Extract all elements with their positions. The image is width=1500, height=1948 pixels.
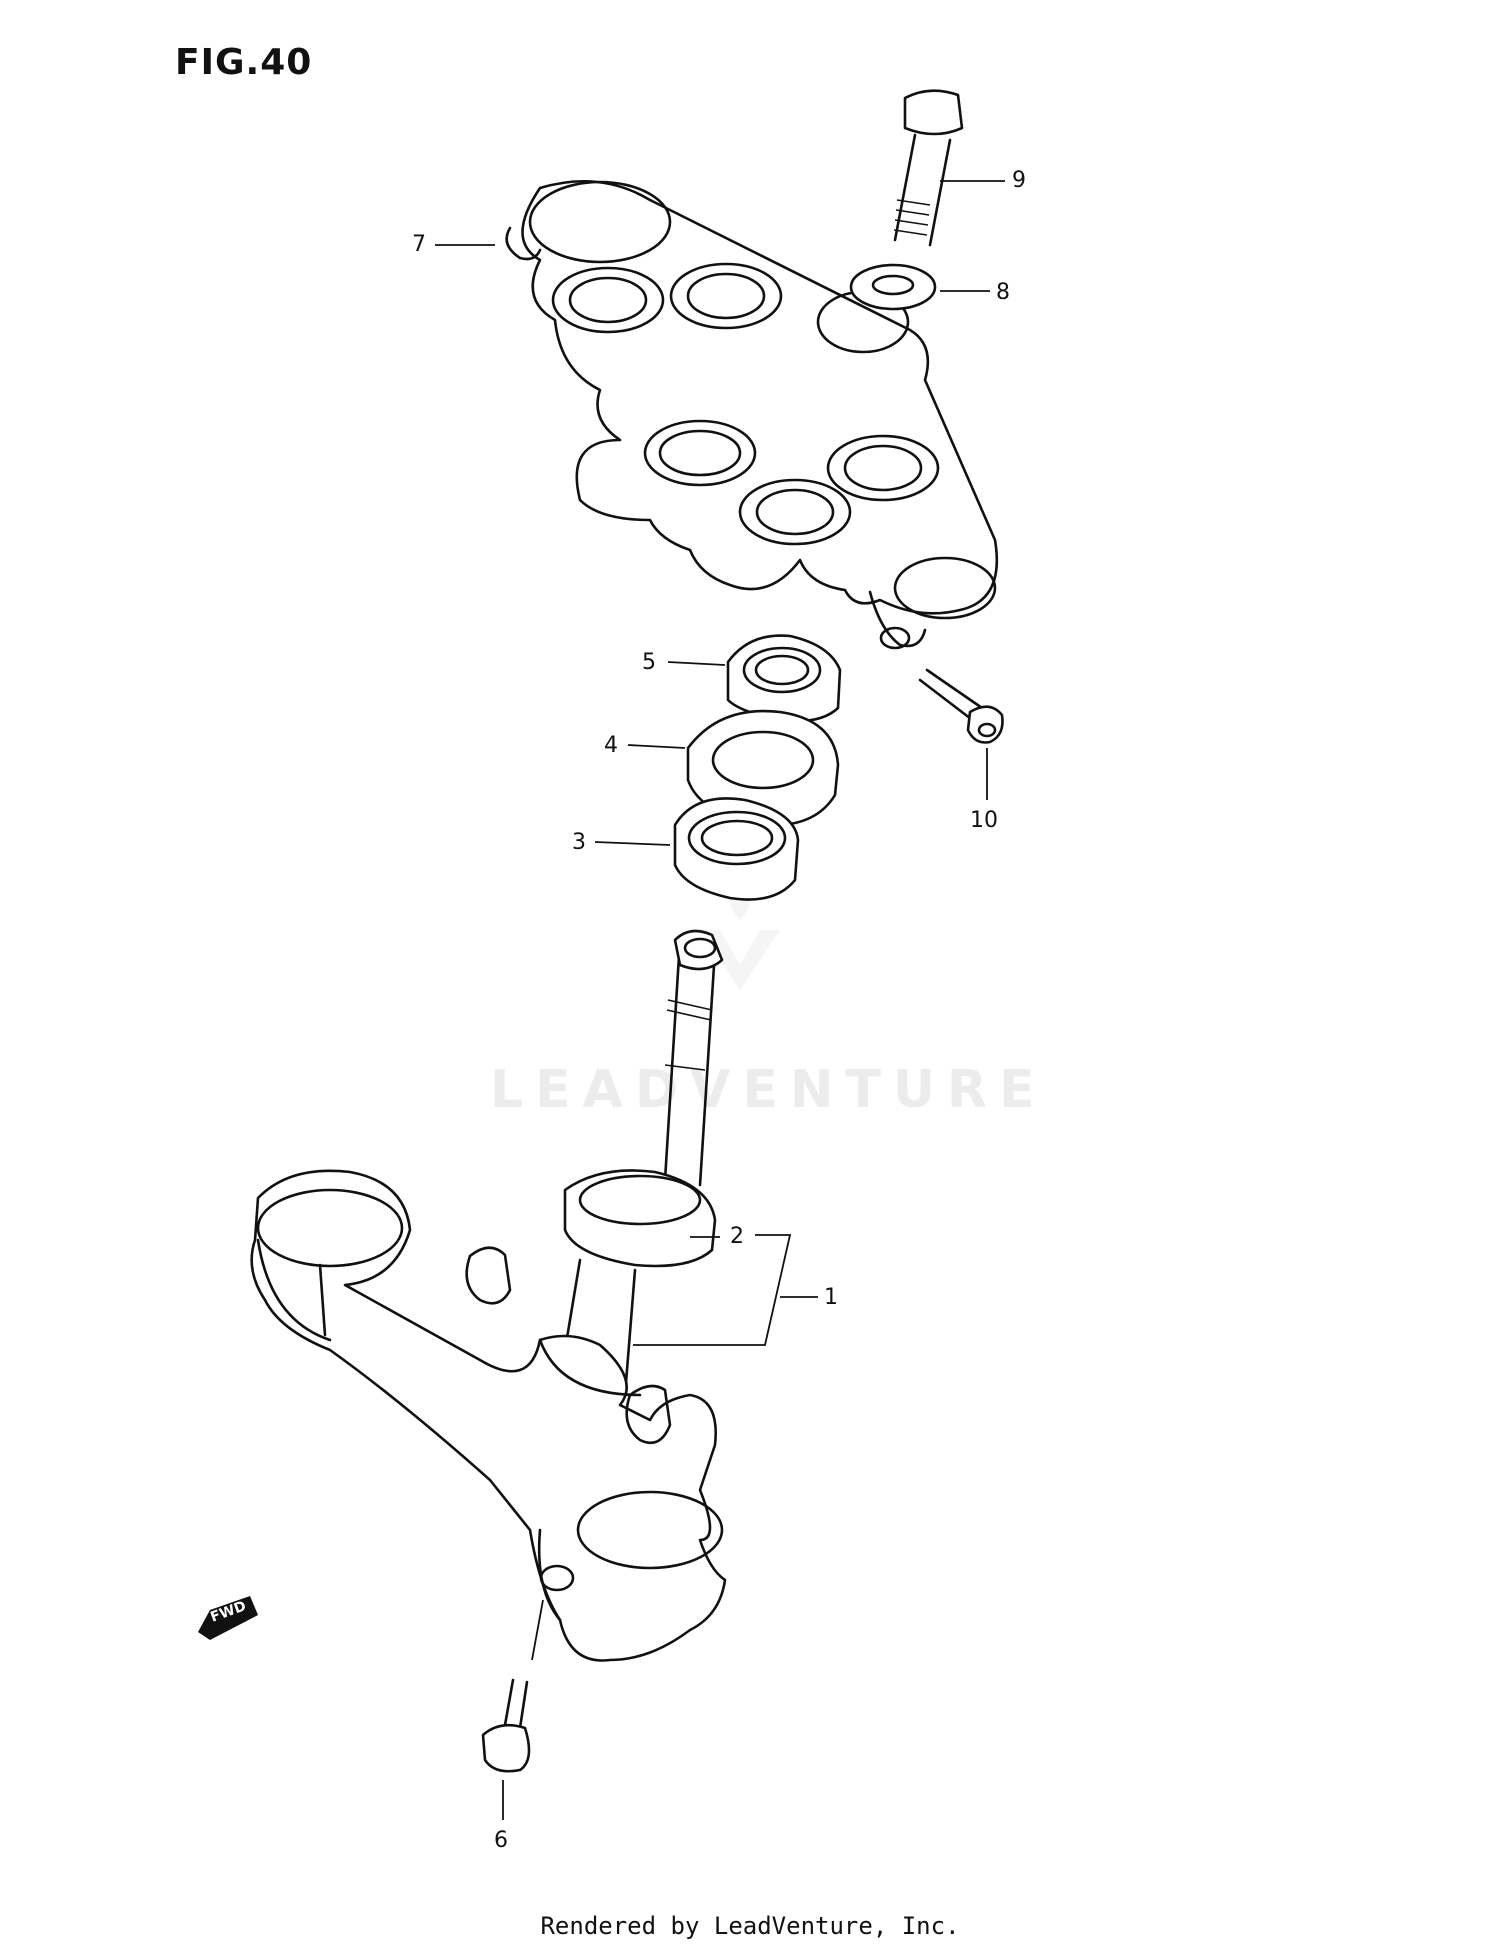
watermark-text: LEADVENTURE <box>490 1060 1047 1120</box>
washer-8[interactable] <box>849 263 937 311</box>
bearing-3[interactable] <box>673 797 800 901</box>
callout-4: 4 <box>604 733 618 758</box>
bolt-9[interactable] <box>893 89 964 247</box>
figure-title: FIG.40 <box>175 42 313 83</box>
callout-7: 7 <box>412 232 426 257</box>
callout-5: 5 <box>642 650 656 675</box>
bolt-6[interactable] <box>481 1678 531 1773</box>
steering-nut-5[interactable] <box>726 634 842 723</box>
callout-6: 6 <box>494 1828 508 1853</box>
leader-lines <box>435 180 1005 1820</box>
bolt-10[interactable] <box>918 668 1004 744</box>
callout-10: 10 <box>970 808 998 833</box>
callout-2: 2 <box>730 1224 744 1249</box>
callout-1: 1 <box>824 1285 838 1310</box>
callout-9: 9 <box>1012 168 1026 193</box>
callout-8: 8 <box>996 280 1010 305</box>
footer-credit: Rendered by LeadVenture, Inc. <box>540 1912 960 1940</box>
steering-stem-lower-bracket[interactable] <box>250 929 727 1662</box>
upper-bracket[interactable] <box>505 179 999 650</box>
fwd-arrow-icon <box>198 1596 258 1640</box>
callout-3: 3 <box>572 830 586 855</box>
